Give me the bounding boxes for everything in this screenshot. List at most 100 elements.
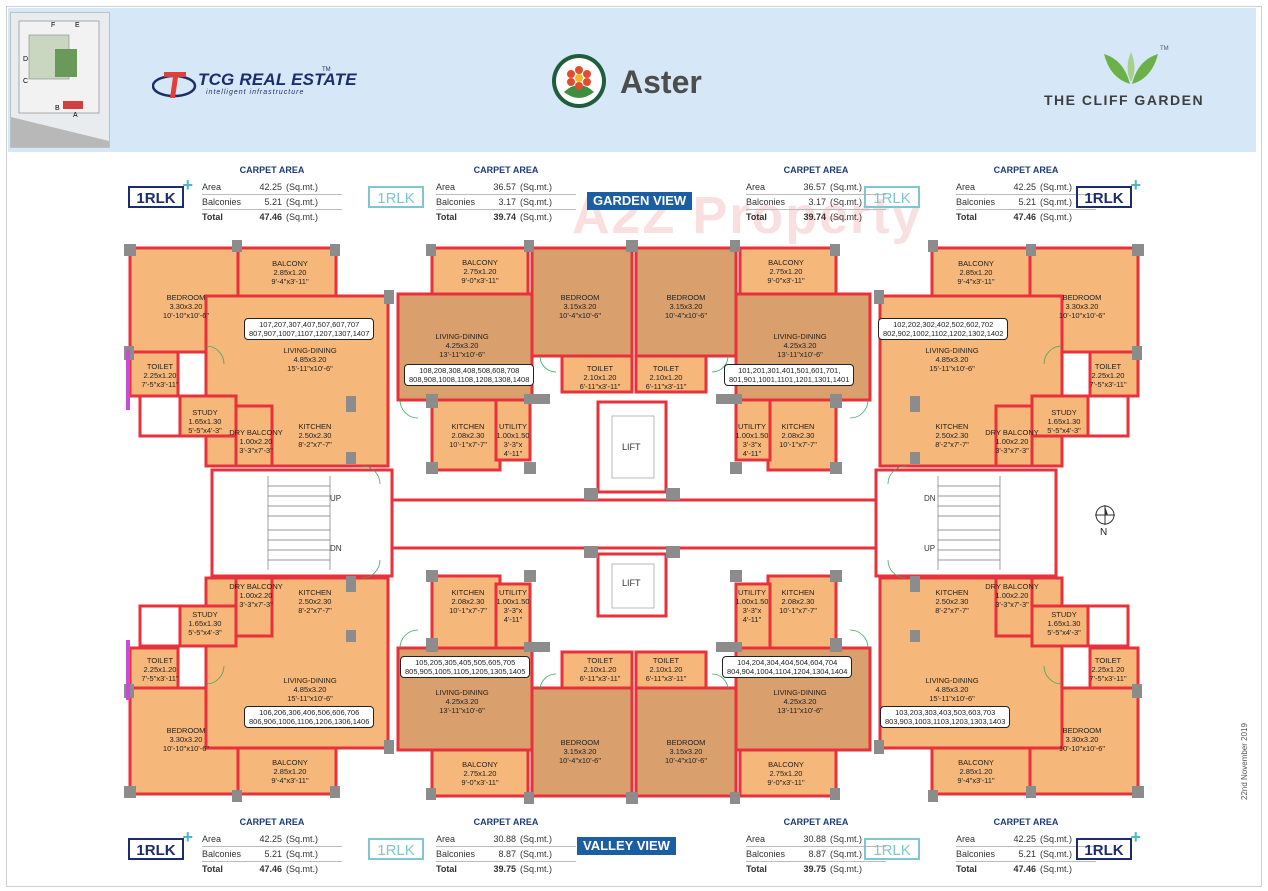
unit-type-tag: 1RLK <box>864 838 920 860</box>
project-brand: THE CLIFF GARDEN <box>1044 92 1205 108</box>
tcg-logo-icon <box>152 72 197 98</box>
unit-type-tag: 1RLK <box>1076 826 1141 860</box>
lift-label-bottom: LIFT <box>622 578 641 588</box>
flat-top-mid-right <box>634 246 872 472</box>
flat-bottom-right <box>878 576 1140 796</box>
svg-text:A: A <box>73 112 78 119</box>
flat-bottom-mid-left <box>396 574 634 798</box>
aster-flower-logo-icon <box>552 54 606 108</box>
site-plan-thumbnail: E F D C B A <box>10 12 110 148</box>
unit-type-tag: 1RLK <box>128 174 193 208</box>
cliff-garden-leaf-logo-icon <box>1104 52 1158 84</box>
garden-view-label: GARDEN VIEW <box>587 192 693 210</box>
corridor <box>390 498 878 550</box>
lift-label-top: LIFT <box>622 442 641 452</box>
staircase-right <box>874 468 1058 578</box>
unit-type-tag: 1RLK <box>368 838 424 860</box>
project-name: Aster <box>620 64 702 100</box>
flat-top-mid-left <box>396 246 634 472</box>
flat-numbers-top-mid-right: 101,201,301,401,501,601,701,801,901,1001… <box>724 364 855 386</box>
unit-type-tag: 1RLK <box>368 186 424 208</box>
unit-type-tag: 1RLK <box>128 826 193 860</box>
svg-text:B: B <box>55 105 60 112</box>
unit-type-tag: 1RLK <box>864 186 920 208</box>
svg-text:D: D <box>23 56 28 63</box>
svg-text:F: F <box>51 22 55 29</box>
valley-view-label: VALLEY VIEW <box>577 837 676 855</box>
stair-down-label: DN <box>924 494 936 503</box>
unit-type-tag: 1RLK <box>1076 174 1141 208</box>
developer-trademark: TM <box>322 67 331 73</box>
svg-text:C: C <box>23 78 28 85</box>
developer-name: TCG REAL ESTATE <box>198 70 357 89</box>
header-banner <box>8 8 1256 152</box>
developer-tagline: intelligent infrastructure <box>206 89 305 96</box>
siteplan-label: E <box>75 22 80 29</box>
brand-trademark: TM <box>1160 46 1169 52</box>
stair-up-label: UP <box>924 544 936 553</box>
north-label: N <box>1100 527 1108 538</box>
stair-up-label: UP <box>330 494 342 503</box>
flat-bottom-left <box>128 576 390 796</box>
plan-date: 22nd November 2019 <box>1240 723 1249 800</box>
